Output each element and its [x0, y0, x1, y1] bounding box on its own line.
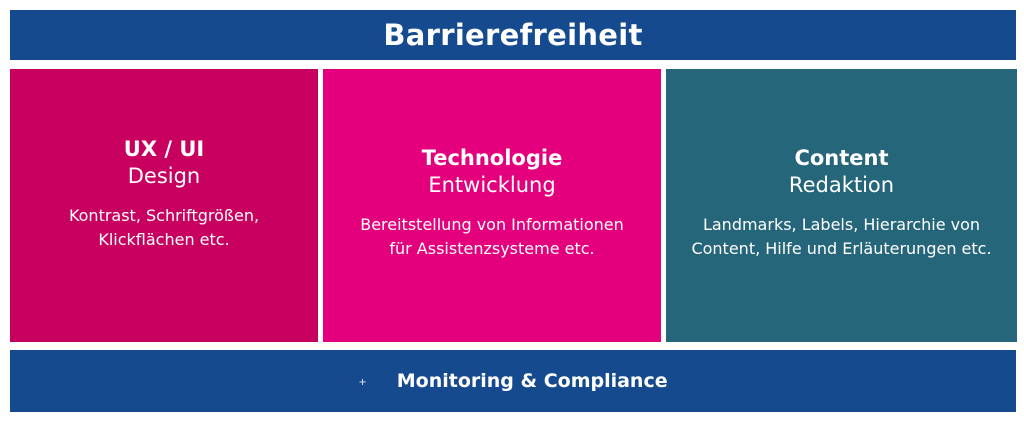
box-content-description: Landmarks, Labels, Hierarchie von Conten… — [691, 215, 992, 258]
box-technologie-description: Bereitstellung von Informationen für Ass… — [360, 215, 624, 258]
footer-label: Monitoring & Compliance — [396, 370, 668, 392]
box-ux-ui-subtitle: Design — [127, 164, 201, 188]
header-bar: Barrierefreiheit — [10, 10, 1016, 60]
box-content: Content Redaktion Landmarks, Labels, Hie… — [666, 69, 1017, 342]
box-technologie: Technologie Entwicklung Bereitstellung v… — [323, 69, 661, 342]
box-ux-ui: UX / UI Design Kontrast, Schriftgrößen, … — [10, 69, 318, 342]
box-content-title: Content — [794, 146, 889, 170]
box-ux-ui-title: UX / UI — [123, 137, 205, 161]
box-technologie-title: Technologie — [421, 146, 563, 170]
box-ux-ui-description: Kontrast, Schriftgrößen, Klickflächen et… — [68, 206, 260, 249]
footer-bar: + Monitoring & Compliance — [10, 350, 1016, 412]
box-content-subtitle: Redaktion — [788, 173, 895, 197]
plus-icon: + — [358, 376, 367, 388]
diagram-title: Barrierefreiheit — [383, 18, 643, 52]
box-technologie-subtitle: Entwicklung — [428, 173, 556, 197]
